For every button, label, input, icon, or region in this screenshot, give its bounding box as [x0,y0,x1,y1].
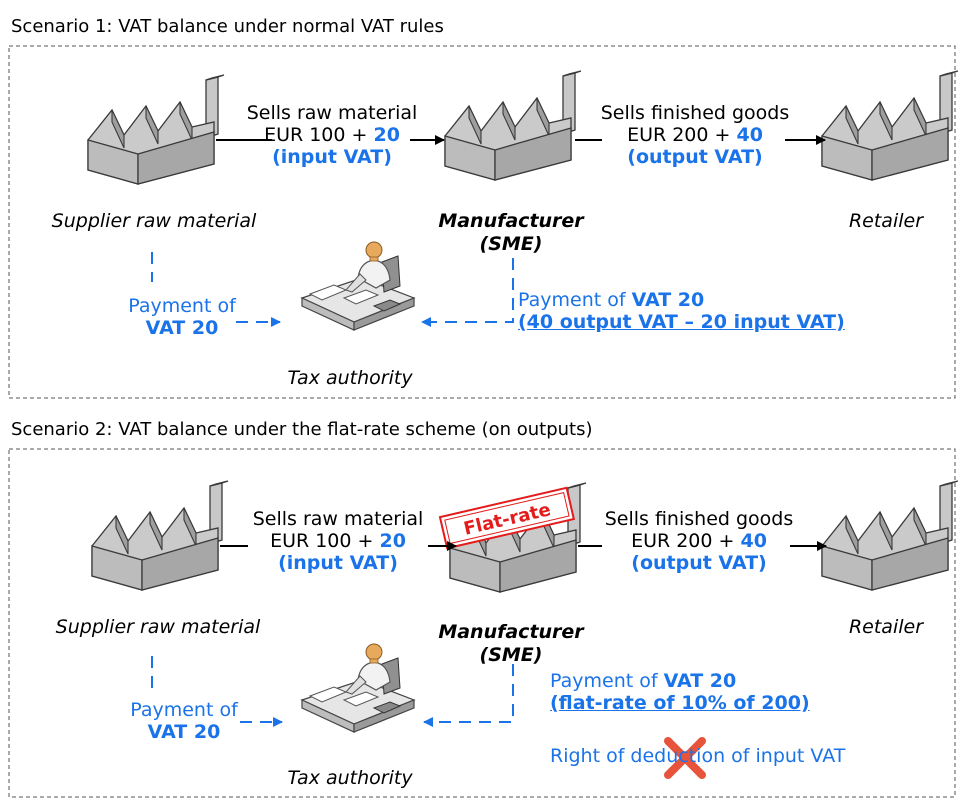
sale1-vat-type: (input VAT) [272,145,392,168]
manufacturer-payment-vat: VAT 20 [663,670,737,692]
sale2-vat: 40 [736,123,763,146]
supplier-payment-line2: VAT 20 [145,316,219,339]
manufacturer-sme-label: (SME) [479,233,543,255]
supplier-payment-line2: VAT 20 [147,720,221,743]
manufacturer-payment-line1: Payment of VAT 20 [550,670,810,693]
supplier-payment-label: Payment of VAT 20 [114,699,254,744]
supplier-factory-icon [87,74,225,185]
manufacturer-payment-detail: (flat-rate of 10% of 200) [550,691,810,714]
scenario2-title: Scenario 2: VAT balance under the flat-r… [11,419,593,440]
tax-authority-icon [301,241,415,331]
scenario1-frame [8,45,956,399]
supplier-payment-line1: Payment of [128,295,236,317]
manufacturer-payment-prefix: Payment of [550,670,664,692]
sale2-vat-type: (output VAT) [627,145,763,168]
tax-authority-label: Tax authority [287,767,413,789]
supplier-factory-icon [91,480,229,591]
supplier-payment-line1: Payment of [130,699,238,721]
scenario2-frame [8,448,956,798]
manufacturer-sme-label: (SME) [479,644,543,666]
sale2-line1: Sells finished goods [604,508,794,530]
sale1-label: Sells raw material EUR 100 + 20 (input V… [234,102,430,169]
manufacturer-payment-label: Payment of VAT 20 (40 output VAT – 20 in… [518,289,845,334]
manufacturer-payment-line1: Payment of VAT 20 [518,289,845,312]
deduction-cross-icon [664,737,706,779]
retailer-label: Retailer [848,616,924,638]
scenario1-title: Scenario 1: VAT balance under normal VAT… [11,16,444,37]
sale2-vat: 40 [740,529,767,552]
manufacturer-payment-connector [421,258,514,327]
sale1-vat-type: (input VAT) [278,551,398,574]
manufacturer-label: Manufacturer [438,210,584,232]
sale2-amount: EUR 200 + [627,123,737,146]
sale1-vat: 20 [373,123,400,146]
tax-authority-label: Tax authority [287,367,413,389]
sale1-line1: Sells raw material [246,102,418,124]
sale1-amount-line: EUR 100 + 20 [234,123,430,147]
manufacturer-payment-connector [423,664,514,727]
supplier-label: Supplier raw material [51,210,257,232]
sale1-amount: EUR 100 + [264,123,374,146]
sale2-amount: EUR 200 + [631,529,741,552]
sale2-amount-line: EUR 200 + 40 [594,529,804,553]
sale2-label: Sells finished goods EUR 200 + 40 (outpu… [590,102,800,169]
sale2-label: Sells finished goods EUR 200 + 40 (outpu… [594,508,804,575]
sale2-vat-type: (output VAT) [631,551,767,574]
deduction-note: Right of deduction of input VAT [550,745,846,767]
sale2-amount-line: EUR 200 + 40 [590,123,800,147]
sale1-label: Sells raw material EUR 100 + 20 (input V… [240,508,436,575]
manufacturer-label: Manufacturer [438,621,584,643]
manufacturer-payment-vat: VAT 20 [631,289,705,311]
sale1-amount: EUR 100 + [270,529,380,552]
retailer-factory-icon [821,70,958,181]
sale1-vat: 20 [379,529,406,552]
manufacturer-payment-detail: (40 output VAT – 20 input VAT) [518,310,845,333]
sale1-amount-line: EUR 100 + 20 [240,529,436,553]
manufacturer-payment-label: Payment of VAT 20 (flat-rate of 10% of 2… [550,670,810,715]
sale2-line1: Sells finished goods [600,102,790,124]
supplier-label: Supplier raw material [55,616,261,638]
retailer-label: Retailer [848,210,924,232]
retailer-factory-icon [821,480,958,591]
manufacturer-factory-icon [444,70,582,181]
supplier-payment-label: Payment of VAT 20 [112,295,252,340]
tax-authority-icon [301,643,415,733]
sale1-line1: Sells raw material [252,508,424,530]
manufacturer-payment-prefix: Payment of [518,289,632,311]
